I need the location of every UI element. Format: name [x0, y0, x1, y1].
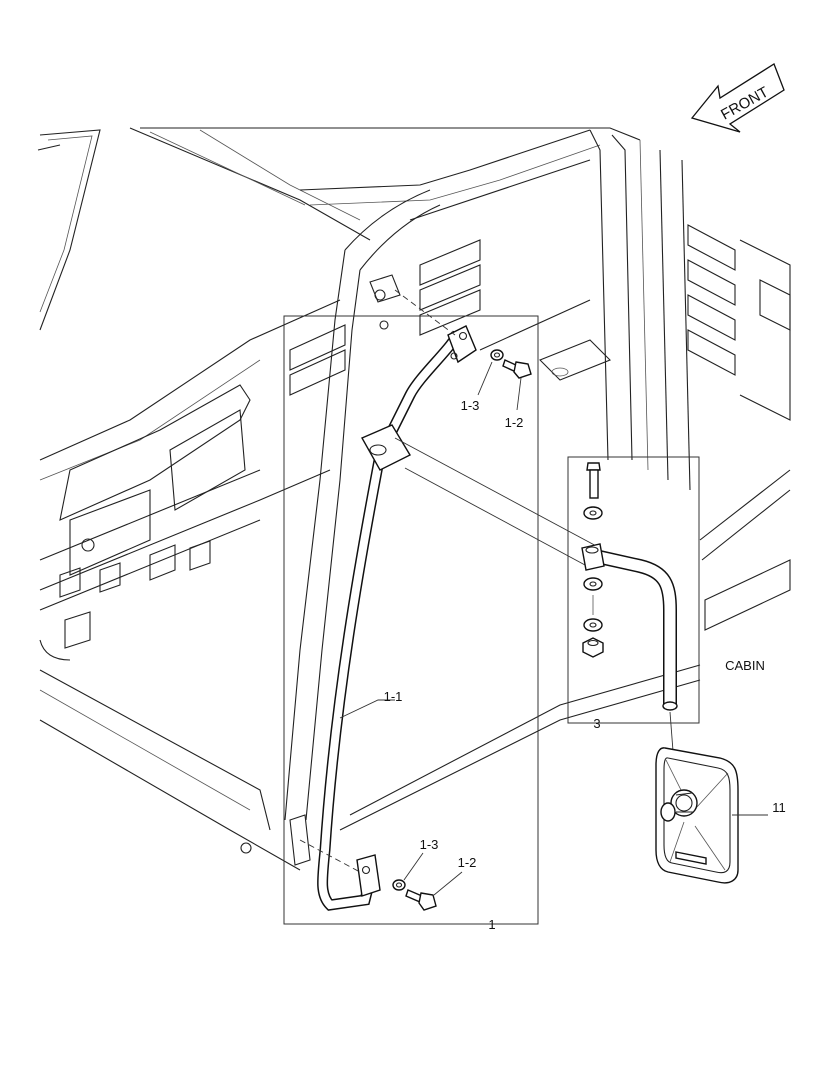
link-line-upper: [394, 437, 601, 549]
leader-1-2-top: [516, 377, 522, 411]
leader-1-3-top: [477, 361, 493, 396]
mirror-arm-part-3: [581, 462, 678, 711]
link-line-lower: [404, 467, 586, 566]
label-1-1: 1-1: [384, 689, 403, 704]
cabin-frame: [37, 127, 791, 871]
left-interior-panels: [39, 299, 341, 661]
bolt-1-2-bottom: [405, 889, 437, 911]
handrail-part-1-1: [317, 325, 477, 911]
pillar-mount-lug: [369, 274, 401, 330]
washer-1-3-bottom: [392, 879, 406, 891]
leader-1-1: [339, 699, 395, 719]
item-11-label: 11: [772, 800, 786, 815]
label-1-3-top: 1-3: [461, 398, 480, 413]
assembly-3-callout-box: [567, 456, 700, 724]
right-vent-louvers: [687, 224, 791, 421]
mirror-part-11: [655, 747, 739, 884]
center-vent-louvers: [289, 159, 591, 396]
leader-1-3-bottom: [403, 852, 424, 881]
top-axis-dash: [394, 289, 456, 336]
washer-1-3-top: [490, 349, 504, 361]
item-3-label: 3: [593, 716, 600, 731]
item-1-label: 1: [488, 917, 495, 932]
bottom-axis-dash: [299, 839, 361, 873]
leader-1-2-bottom: [433, 871, 463, 896]
label-1-2-top: 1-2: [505, 415, 524, 430]
floor-frame: [39, 339, 791, 871]
cabin-label: CABIN: [725, 658, 765, 673]
front-direction-arrow: FRONT: [690, 63, 785, 133]
bolt-1-2-top: [502, 359, 532, 379]
label-1-2-bottom: 1-2: [458, 855, 477, 870]
label-1-3-bottom: 1-3: [420, 837, 439, 852]
assembly-1-callout-box: [283, 315, 539, 925]
